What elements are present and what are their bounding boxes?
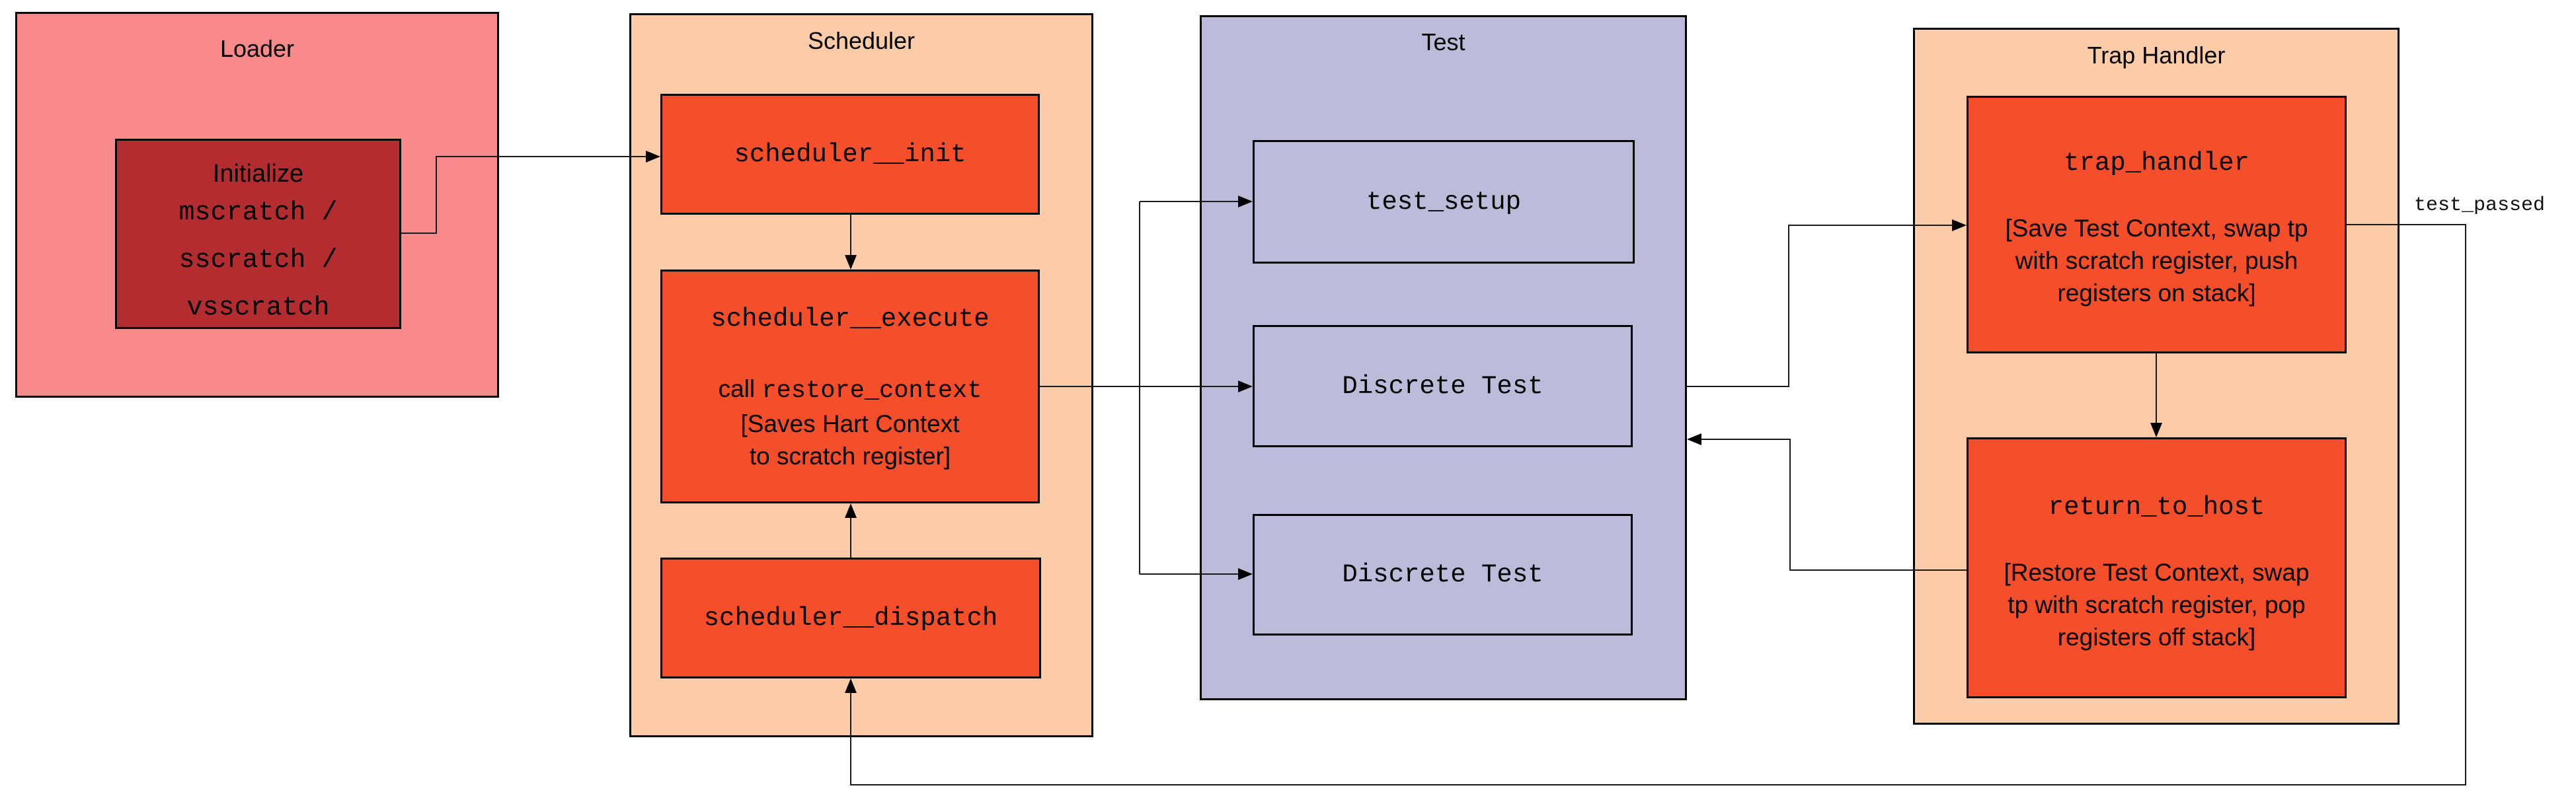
- arrow-right-icon: [1238, 196, 1253, 207]
- trap-handler-container-title: Trap Handler: [2087, 42, 2226, 69]
- test-passed-label: test_passed: [2414, 194, 2546, 217]
- test-setup-label: test_setup: [1366, 187, 1522, 217]
- discrete-test-2-label: Discrete Test: [1342, 560, 1543, 589]
- arrow-right-icon: [1238, 568, 1253, 580]
- arrow-down-icon: [2150, 423, 2162, 437]
- restore-context-fn: restore_context: [761, 377, 982, 405]
- return-to-host-box: return_to_host [Restore Test Context, sw…: [1967, 437, 2347, 698]
- initialize-box-line: sscratch /: [178, 246, 338, 275]
- connector-initialize-to-scheduler-init: [401, 156, 646, 234]
- scheduler-container-title: Scheduler: [807, 27, 916, 54]
- scheduler-dispatch-box: scheduler__dispatch: [660, 558, 1041, 678]
- scheduler-init-box: scheduler__init: [660, 94, 1040, 215]
- call-keyword: call: [718, 375, 756, 402]
- arrow-left-icon: [1687, 433, 1701, 445]
- arrow-down-icon: [845, 255, 857, 270]
- arrow-up-icon: [845, 503, 857, 518]
- return-to-host-title: return_to_host: [2048, 493, 2265, 522]
- connector-test-passed-to-dispatch: [850, 224, 2466, 785]
- test-setup-box: test_setup: [1253, 140, 1635, 264]
- scheduler-execute-box: scheduler__execute call restore_context …: [660, 270, 1040, 503]
- discrete-test-box-1: Discrete Test: [1253, 325, 1633, 447]
- trap-handler-note-line: registers on stack]: [2057, 279, 2256, 307]
- trap-handler-title: trap_handler: [2064, 149, 2249, 178]
- spacer: [755, 375, 761, 402]
- scheduler-execute-note-line: [Saves Hart Context: [740, 410, 960, 437]
- return-to-host-note-line: tp with scratch register, pop: [2008, 591, 2306, 618]
- loader-container-title: Loader: [219, 35, 295, 62]
- initialize-box-line: vsscratch: [186, 293, 330, 323]
- return-to-host-note-line: [Restore Test Context, swap: [2004, 559, 2310, 586]
- arrow-right-icon: [1952, 219, 1967, 231]
- test-container-title: Test: [1421, 28, 1465, 55]
- arrow-right-icon: [1238, 381, 1253, 392]
- scheduler-execute-note-line: to scratch register]: [749, 443, 951, 470]
- arrow-right-icon: [646, 151, 660, 163]
- connector-test-to-trap-handler: [1687, 225, 1953, 387]
- arrow-up-icon: [845, 678, 857, 693]
- return-to-host-note-line: registers off stack]: [2057, 624, 2256, 651]
- initialize-box: Initialize mscratch / sscratch / vsscrat…: [115, 139, 401, 329]
- initialize-box-line: mscratch /: [178, 198, 338, 228]
- scheduler-init-label: scheduler__init: [734, 139, 966, 169]
- connector-return-to-host-to-test: [1701, 439, 1967, 571]
- trap-handler-box: trap_handler [Save Test Context, swap tp…: [1967, 96, 2347, 353]
- initialize-box-title: Initialize: [212, 160, 304, 188]
- trap-handler-note-line: [Save Test Context, swap tp: [2005, 215, 2308, 242]
- discrete-test-1-label: Discrete Test: [1342, 371, 1543, 401]
- trap-handler-note-line: with scratch register, push: [2015, 247, 2298, 274]
- discrete-test-box-2: Discrete Test: [1253, 514, 1633, 636]
- scheduler-execute-title: scheduler__execute: [711, 305, 990, 334]
- scheduler-dispatch-label: scheduler__dispatch: [703, 603, 998, 633]
- scheduler-execute-call-line: call restore_context: [719, 373, 982, 408]
